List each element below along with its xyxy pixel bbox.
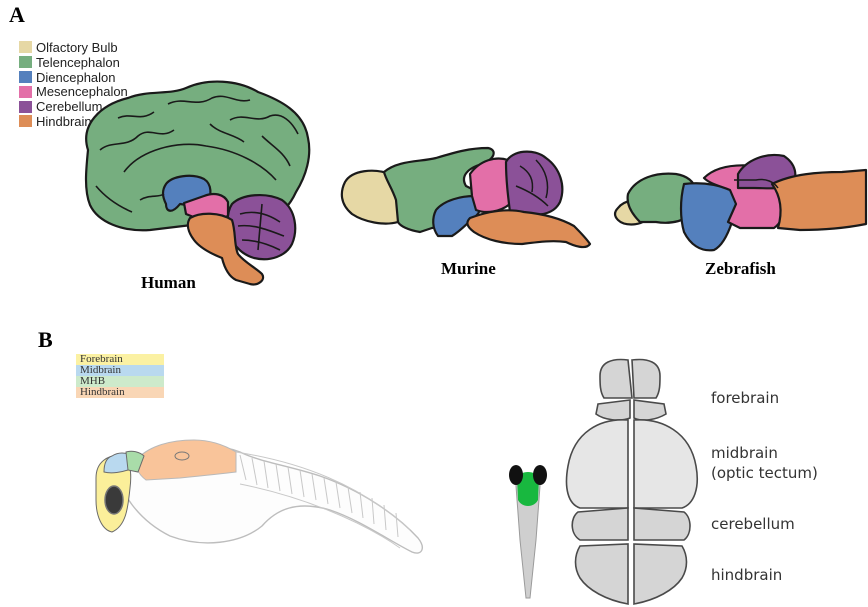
species-label-zebrafish: Zebrafish <box>705 259 776 279</box>
forebrain-right-lower <box>634 400 666 420</box>
embryo-hindbrain <box>136 440 236 480</box>
species-label-murine: Murine <box>441 259 496 279</box>
zebrafish-hindbrain <box>772 170 866 230</box>
region-label-cerebellum: cerebellum <box>711 514 795 534</box>
species-label-human: Human <box>141 273 196 293</box>
region-label-forebrain: forebrain <box>711 388 779 408</box>
region-label-midbrain: midbrain <box>711 443 778 463</box>
cerebellum-left <box>572 508 628 540</box>
hindbrain-right <box>634 544 687 604</box>
human-brain <box>86 82 309 285</box>
region-label-hindbrain: hindbrain <box>711 565 782 585</box>
zebrafish-brain <box>615 155 866 250</box>
larva-right-eye <box>533 465 547 485</box>
larva-left-eye <box>509 465 523 485</box>
embryo-region-legend: Forebrain Midbrain MHB Hindbrain <box>76 354 164 398</box>
midbrain-right-hemisphere <box>634 420 697 508</box>
zebrafish-brain-dorsal-schematic <box>567 360 698 604</box>
legend-item-hindbrain: Hindbrain <box>76 387 164 398</box>
hindbrain-left <box>576 544 629 604</box>
murine-brain <box>342 148 590 247</box>
midbrain-left-hemisphere <box>567 420 629 508</box>
zebrafish-larva-small <box>509 465 547 598</box>
region-label-optic-tectum: (optic tectum) <box>711 463 818 483</box>
forebrain-right-lobe <box>632 360 660 398</box>
forebrain-left-lower <box>596 400 630 420</box>
murine-cerebellum <box>506 152 562 215</box>
cerebellum-right <box>634 508 690 540</box>
forebrain-left-lobe <box>600 360 632 398</box>
murine-hindbrain <box>467 210 590 247</box>
embryo-eye <box>105 486 123 514</box>
zebrafish-embryo <box>96 440 422 553</box>
